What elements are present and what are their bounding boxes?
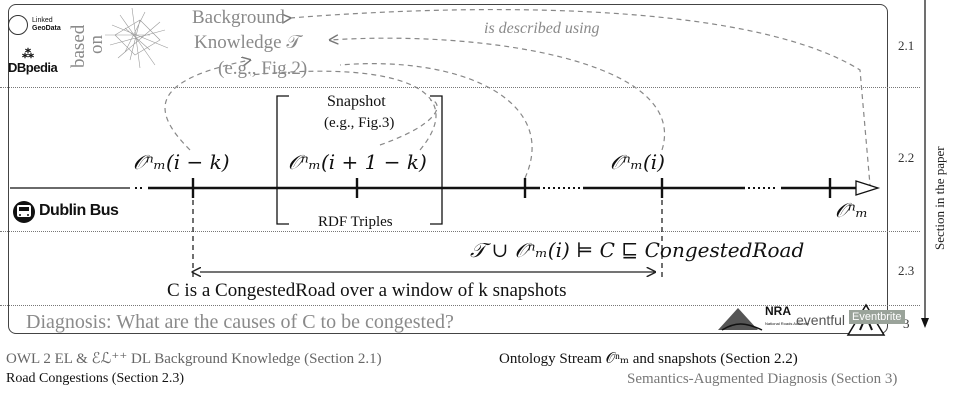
dashed-arrow-ik-to-knowledge bbox=[164, 60, 250, 151]
window-description: C is a CongestedRoad over a window of k … bbox=[165, 280, 569, 302]
stream-label-i-minus-k: 𝒪ⁿₘ(i − k) bbox=[133, 150, 230, 174]
road-landscape-icon bbox=[718, 308, 763, 331]
background-knowledge-title: Background bbox=[192, 7, 285, 28]
stream-label-end: 𝒪ⁿₘ bbox=[835, 198, 868, 222]
knowledge-graph-illustration bbox=[105, 7, 169, 69]
dashed-arrow-snapshot-to-knowledge bbox=[249, 70, 437, 151]
dashed-arrow-end-to-knowledge bbox=[290, 9, 871, 186]
caption-diagnosis: Semantics-Augmented Diagnosis (Section 3… bbox=[627, 371, 898, 387]
snapshot-bracket-left bbox=[276, 95, 289, 225]
timeline-arrowhead bbox=[855, 180, 881, 196]
logo-text: GeoData bbox=[32, 25, 61, 32]
row-separator bbox=[0, 87, 920, 88]
entailment-formula: 𝒯 ∪ 𝒪ⁿₘ(i) ⊨ C ⊑ CongestedRoad bbox=[470, 238, 805, 262]
logo-text: DBpedia bbox=[8, 60, 58, 75]
rdf-triples-label: RDF Triples bbox=[314, 214, 397, 231]
snapshot-bracket-right bbox=[430, 95, 443, 225]
bus-icon bbox=[13, 201, 35, 223]
dashed-arrow-tick-to-knowledge bbox=[339, 63, 533, 179]
dublin-bus-logo: Dublin Bus bbox=[39, 202, 119, 219]
linked-geodata-logo: Linked GeoData bbox=[8, 15, 61, 35]
background-knowledge-symbol: Knowledge 𝒯 bbox=[194, 32, 301, 53]
caption-congestion: Road Congestions (Section 2.3) bbox=[6, 371, 185, 386]
described-using-label: is described using bbox=[484, 20, 600, 37]
snapshot-example: (e.g., Fig.3) bbox=[324, 115, 395, 131]
row-separator bbox=[0, 231, 920, 232]
section-number: 2.3 bbox=[898, 263, 915, 278]
dbpedia-logo: ⁂ DBpedia bbox=[8, 47, 58, 75]
caption-knowledge: OWL 2 EL & ℰℒ⁺⁺ DL Background Knowledge … bbox=[6, 351, 382, 367]
diagnosis-question: Diagnosis: What are the causes of C to b… bbox=[26, 311, 454, 333]
section-number: 2.2 bbox=[898, 150, 915, 165]
eventful-logo: eventful bbox=[796, 312, 846, 328]
section-number: 2.1 bbox=[898, 38, 915, 53]
side-axis-arrowhead bbox=[921, 318, 929, 328]
stream-label-i-plus-1-minus-k: 𝒪ⁿₘ(i + 1 − k) bbox=[288, 150, 427, 174]
eventbrite-logo: Eventbrite bbox=[849, 310, 905, 324]
dbpedia-glyph-icon: ⁂ bbox=[22, 47, 34, 61]
stream-label-i: 𝒪ⁿₘ(i) bbox=[610, 150, 665, 174]
snapshot-title: Snapshot bbox=[327, 93, 386, 110]
logo-text: Linked bbox=[32, 17, 53, 24]
row-separator bbox=[0, 305, 920, 306]
diagram-frame bbox=[8, 4, 888, 334]
dashed-arrow-snapshot-callout bbox=[379, 99, 438, 146]
background-knowledge-example: (e.g., Fig.2) bbox=[218, 58, 308, 79]
section-number: 3 bbox=[903, 316, 910, 331]
globe-icon bbox=[8, 15, 28, 35]
caption-stream: Ontology Stream 𝒪ⁿₘ and snapshots (Secti… bbox=[499, 351, 798, 367]
